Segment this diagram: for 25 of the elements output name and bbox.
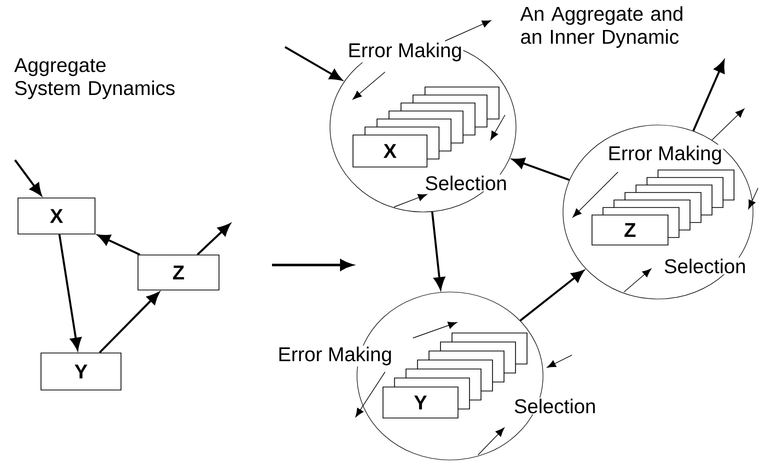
state-box: Z (138, 254, 220, 290)
arrow (284, 46, 342, 81)
heading: Aggregate System Dynamics (14, 58, 175, 100)
process-label: Selection (664, 258, 745, 274)
process-label: Error Making (609, 146, 721, 164)
process-label: Selection (514, 398, 595, 414)
heading: An Aggregate and an Inner Dynamic (520, 6, 682, 48)
arrow (692, 60, 725, 132)
state-box: Y (382, 386, 458, 418)
state-box: X (18, 198, 96, 234)
circle-outline (562, 124, 754, 300)
arrow (98, 234, 140, 256)
state-box: Z (592, 214, 668, 246)
arrow (431, 212, 445, 290)
arrow (196, 223, 230, 256)
arrow (58, 234, 82, 350)
arrow (512, 158, 570, 181)
arrow (520, 270, 584, 322)
state-box: Y (40, 352, 122, 390)
process-label: Error Making (349, 42, 461, 62)
arrow (98, 292, 160, 354)
arrow (14, 159, 42, 196)
state-box: X (352, 134, 428, 168)
process-label: Error Making (279, 346, 391, 366)
process-label: Selection (426, 176, 506, 190)
